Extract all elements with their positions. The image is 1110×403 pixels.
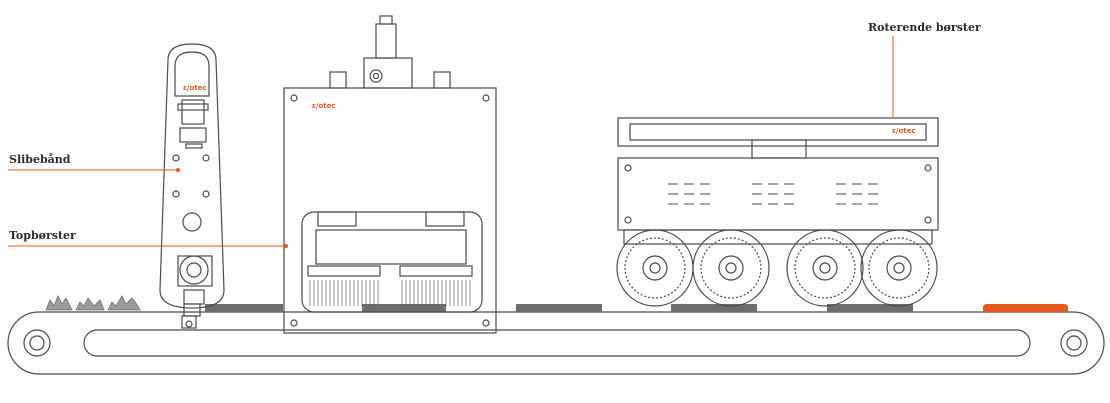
- brush-wheel-2: [692, 229, 770, 307]
- top-brush-unit: ε/otec: [283, 15, 497, 334]
- debris-icon: [45, 295, 141, 311]
- conveyor-belt: [7, 311, 1105, 375]
- brush-wheel-4: [860, 229, 938, 307]
- workpiece-1: [205, 304, 283, 312]
- rotating-brush-unit: ε/otec: [616, 117, 939, 307]
- brush-wheel-1: [616, 229, 694, 307]
- workpieces: [205, 304, 1068, 312]
- brand-logo-top-brush: ε/otec: [312, 102, 336, 110]
- sanding-belt-unit: ε/otec: [159, 43, 225, 329]
- workpiece-4: [671, 304, 757, 312]
- brush-wheel-3: [786, 229, 864, 307]
- workpiece-2: [362, 304, 446, 312]
- brand-logo-rotating: ε/otec: [892, 127, 916, 135]
- label-rotating-brushes: Roterende børster: [868, 21, 981, 34]
- leader-lines: [8, 36, 894, 247]
- workpiece-5: [827, 304, 913, 312]
- brand-logo-sander: ε/otec: [183, 84, 207, 92]
- label-sanding-belt: Slibebånd: [9, 153, 71, 166]
- workpiece-orange: [983, 304, 1068, 312]
- label-top-brushes: Topbørster: [9, 229, 76, 242]
- workpiece-3: [516, 304, 602, 312]
